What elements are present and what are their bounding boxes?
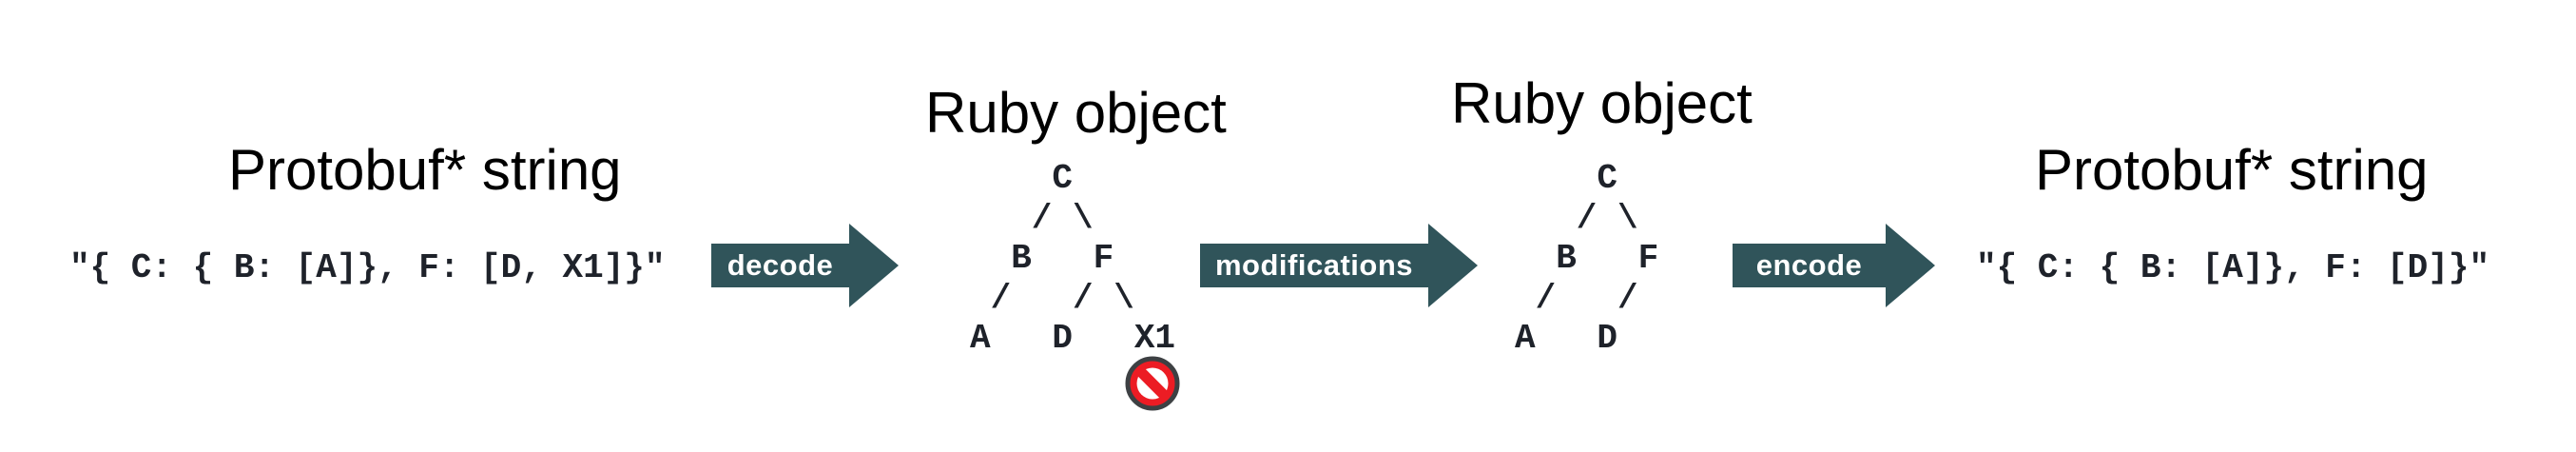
modifications-arrow: modifications: [1200, 224, 1478, 307]
no-entry-icon: [1125, 356, 1180, 411]
arrow-head-icon: [1886, 224, 1935, 307]
decode-arrow: decode: [711, 224, 899, 307]
stage2-object-tree: C / \ B F / / \ A D X1: [970, 159, 1176, 358]
stage1-code-string: "{ C: { B: [A]}, F: [D, X1]}": [69, 248, 666, 287]
modifications-arrow-label: modifications: [1214, 248, 1413, 282]
encode-arrow-label: encode: [1755, 248, 1863, 282]
decode-arrow-label: decode: [726, 248, 834, 282]
encode-arrow-body: encode: [1733, 244, 1886, 287]
stage3-object-tree: C / \ B F / / A D: [1515, 159, 1659, 358]
arrow-head-icon: [849, 224, 899, 307]
stage1-title: Protobuf* string: [228, 138, 622, 202]
stage2-title: Ruby object: [925, 81, 1227, 145]
decode-arrow-body: decode: [711, 244, 849, 287]
modifications-arrow-body: modifications: [1200, 244, 1428, 287]
arrow-head-icon: [1428, 224, 1478, 307]
stage3-title: Ruby object: [1451, 71, 1753, 135]
stage4-title: Protobuf* string: [2035, 138, 2429, 202]
encode-arrow: encode: [1733, 224, 1935, 307]
stage4-code-string: "{ C: { B: [A]}, F: [D]}": [1976, 248, 2490, 287]
